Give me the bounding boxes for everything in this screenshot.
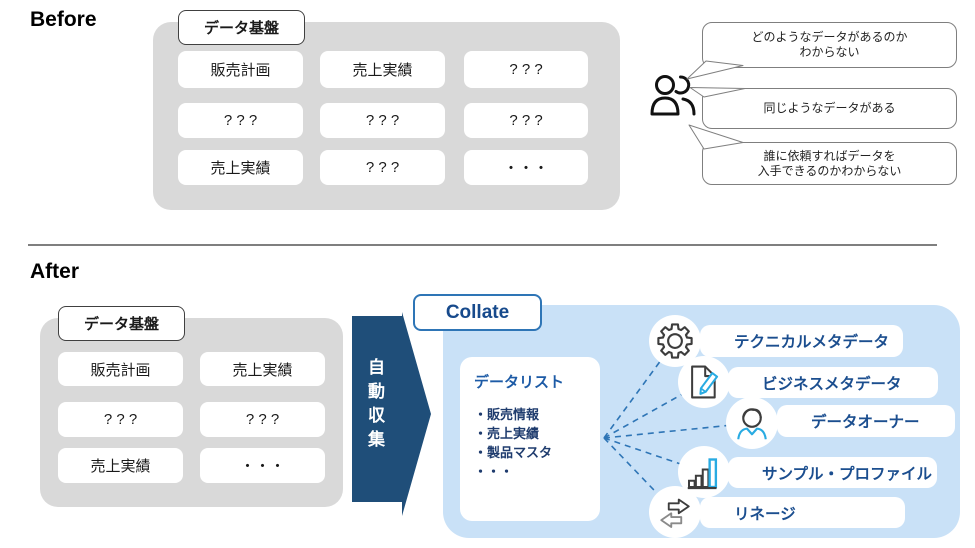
- auto-collect-arrow-label: 自動収集: [365, 358, 384, 454]
- gear-icon: [657, 323, 693, 359]
- data-cell: 売上実績: [320, 51, 445, 88]
- feature-pill: データオーナー: [777, 405, 955, 437]
- feature-icon-circle: [726, 397, 778, 449]
- data-cell: ? ? ?: [464, 51, 588, 88]
- data-cell: ? ? ?: [178, 103, 303, 138]
- data-cell: 売上実績: [200, 352, 325, 386]
- document-pencil-icon: [691, 365, 719, 399]
- data-list-item: ・・・: [474, 464, 514, 479]
- feature-pill: リネージ: [700, 497, 905, 528]
- data-cell: ? ? ?: [464, 103, 588, 138]
- after-platform-label: データ基盤: [58, 306, 185, 341]
- bubble-line: 誰に依頼すればデータを: [763, 148, 896, 163]
- data-list-title: データリスト: [474, 374, 565, 391]
- speech-bubble: 誰に依頼すればデータを 入手できるのかわからない: [702, 142, 957, 185]
- data-list-item: ・売上実績: [474, 426, 540, 441]
- data-cell: 売上実績: [58, 448, 183, 483]
- feature-icon-circle: [678, 356, 730, 408]
- bubble-line: どのようなデータがあるのか: [751, 30, 908, 44]
- feature-label: リネージ: [734, 505, 796, 523]
- feature-label: データオーナー: [811, 414, 920, 431]
- feature-pill: テクニカルメタデータ: [700, 325, 903, 357]
- data-cell: 販売計画: [58, 352, 183, 386]
- data-list-card: データリスト ・販売情報 ・売上実績 ・製品マスタ ・・・: [460, 357, 600, 521]
- data-cell: 売上実績: [178, 150, 303, 185]
- feature-label: テクニカルメタデータ: [734, 334, 890, 351]
- data-cell: ? ? ?: [320, 150, 445, 185]
- bubble-line: 同じようなデータがある: [763, 101, 896, 115]
- feature-label: ビジネスメタデータ: [762, 375, 902, 393]
- bar-chart-icon: [687, 458, 718, 490]
- data-list-item: ・製品マスタ: [474, 445, 553, 460]
- data-cell: ? ? ?: [200, 402, 325, 437]
- two-people-icon: [650, 75, 696, 116]
- feature-label: サンプル・プロファイル: [762, 465, 933, 483]
- before-title: Before: [30, 8, 97, 31]
- speech-bubble: どのようなデータがあるのか わからない: [702, 22, 957, 68]
- person-icon: [737, 408, 767, 440]
- data-cell: ? ? ?: [58, 402, 183, 437]
- after-title: After: [30, 260, 80, 283]
- lineage-arrows-icon: [660, 498, 690, 528]
- speech-bubble: 同じようなデータがある: [702, 88, 957, 129]
- section-divider: [28, 244, 937, 246]
- feature-icon-circle: [649, 486, 701, 538]
- bubble-line: 入手できるのかわからない: [757, 163, 902, 178]
- data-cell: ・・・: [464, 150, 588, 185]
- bubble-line: わからない: [799, 45, 860, 59]
- data-list-item: ・販売情報: [474, 407, 540, 422]
- feature-pill: ビジネスメタデータ: [728, 367, 938, 398]
- data-cell: ・・・: [200, 448, 325, 483]
- feature-pill: サンプル・プロファイル: [728, 457, 937, 488]
- collate-brand-badge: Collate: [413, 294, 542, 331]
- data-cell: ? ? ?: [320, 103, 445, 138]
- data-cell: 販売計画: [178, 51, 303, 88]
- before-platform-label: データ基盤: [178, 10, 305, 45]
